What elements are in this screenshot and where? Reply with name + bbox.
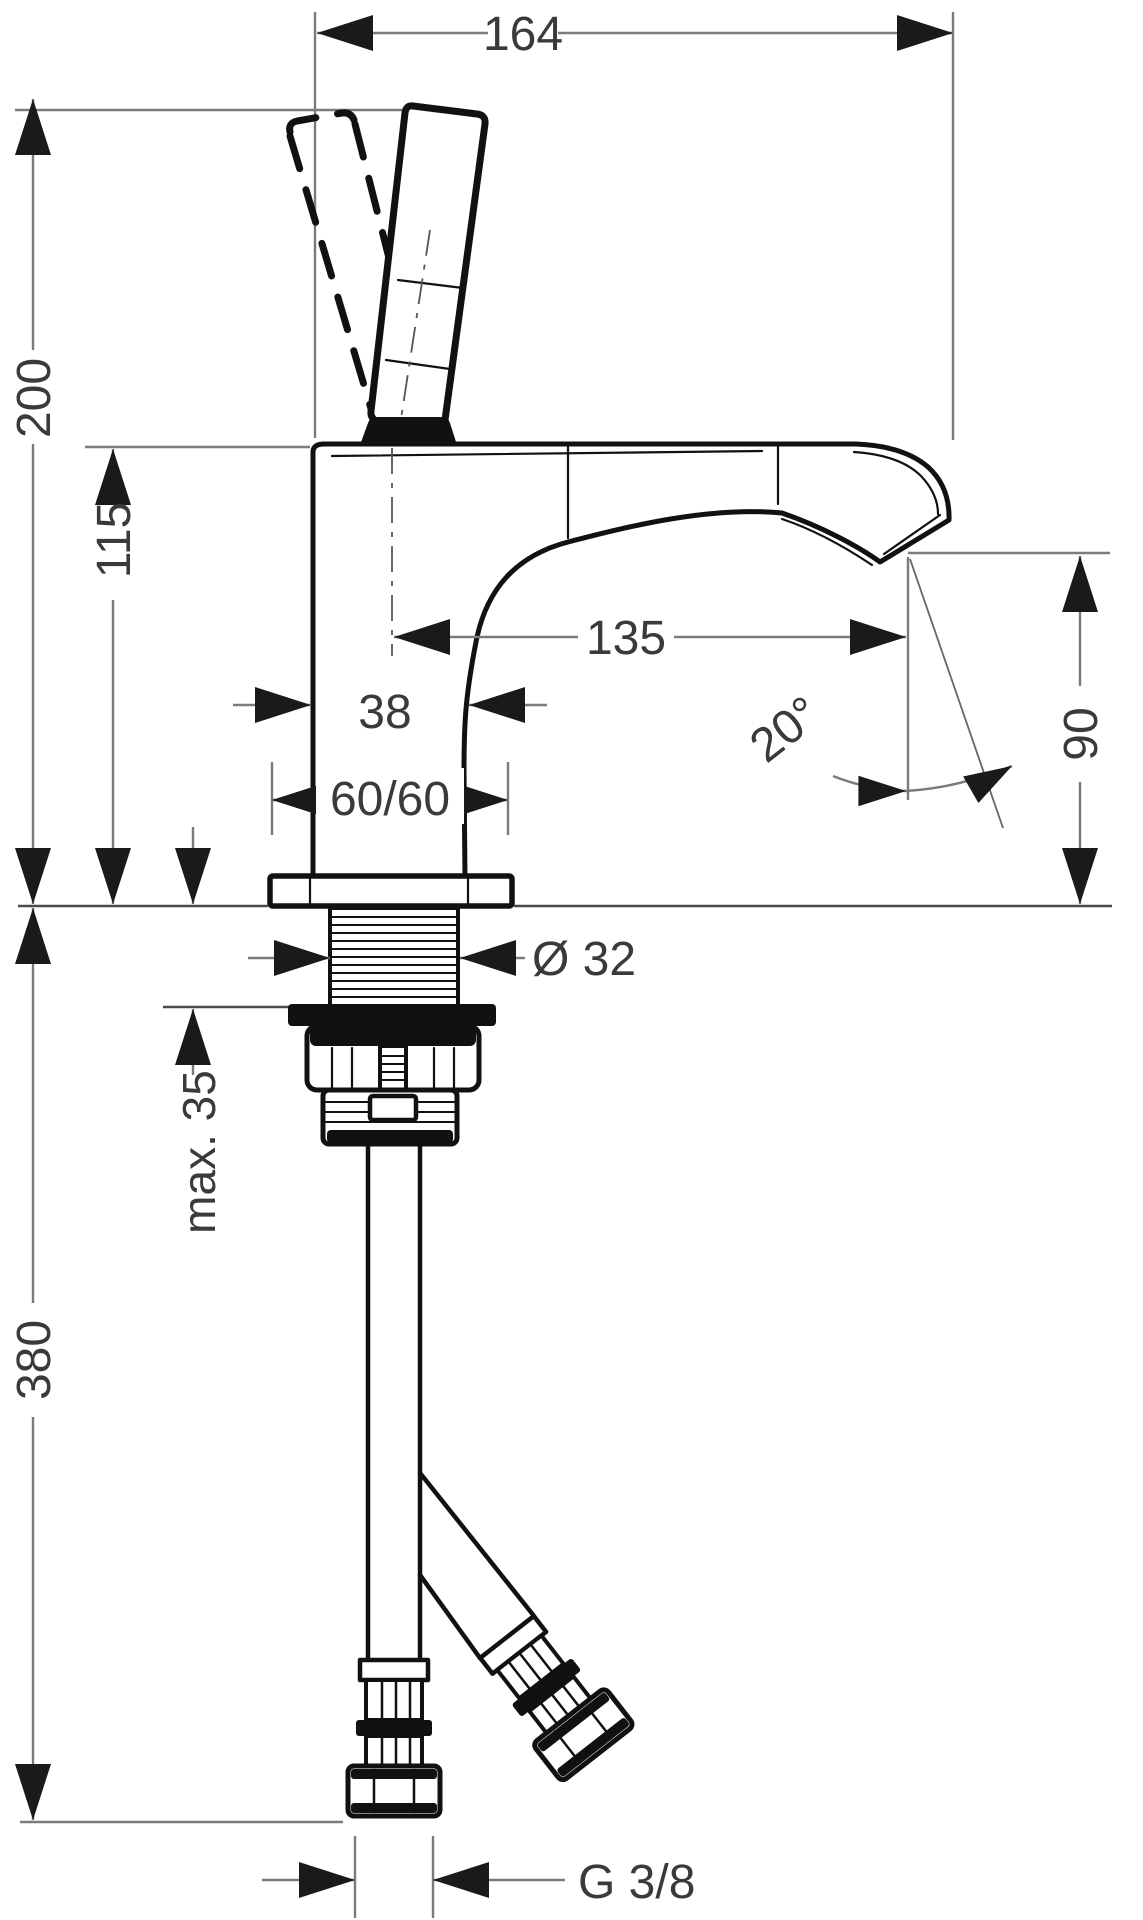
base-plate — [267, 873, 515, 909]
valve-block — [320, 1087, 460, 1147]
dim-label-height-total: 200 — [8, 358, 61, 438]
supply-hose-straight — [345, 1141, 443, 1819]
dim-label-shank-diameter: Ø 32 — [532, 933, 636, 986]
dim-label-body-depth: 38 — [358, 686, 411, 739]
supply-hose-angled — [417, 1470, 635, 1783]
dimension-labels: 164 200 115 380 max. 35 38 60/60 135 Ø 3… — [8, 8, 1108, 1909]
body-and-spout-outline — [310, 441, 952, 881]
dim-label-max-counter-thickness: max. 35 — [173, 1070, 225, 1234]
lever-detail-line — [396, 278, 465, 290]
lever-centerline — [398, 229, 431, 433]
extension-lines — [15, 12, 1112, 1918]
lever-handle — [367, 102, 489, 433]
dim-label-spout-reach: 135 — [586, 612, 666, 665]
spout-detail-lines — [330, 444, 942, 567]
dim-label-connection-thread: G 3/8 — [578, 1856, 695, 1909]
threaded-shank — [328, 906, 460, 1008]
dim-label-base-plate: 60/60 — [330, 773, 450, 826]
mounting-washer — [288, 1004, 496, 1026]
lever-detail-line — [384, 358, 452, 371]
lever-pivot-base — [360, 417, 457, 445]
dim-label-outlet-height: 90 — [1055, 707, 1108, 760]
dim-label-hose-length: 380 — [8, 1320, 61, 1400]
dim-label-height-body: 115 — [88, 502, 141, 579]
label-bg — [316, 768, 464, 824]
label-bg — [350, 683, 420, 733]
dim-label-overall-width: 164 — [483, 8, 563, 61]
dim-label-spout-angle: 20° — [741, 687, 831, 773]
faucet — [267, 102, 952, 1819]
hose-end-nut — [345, 1763, 443, 1819]
